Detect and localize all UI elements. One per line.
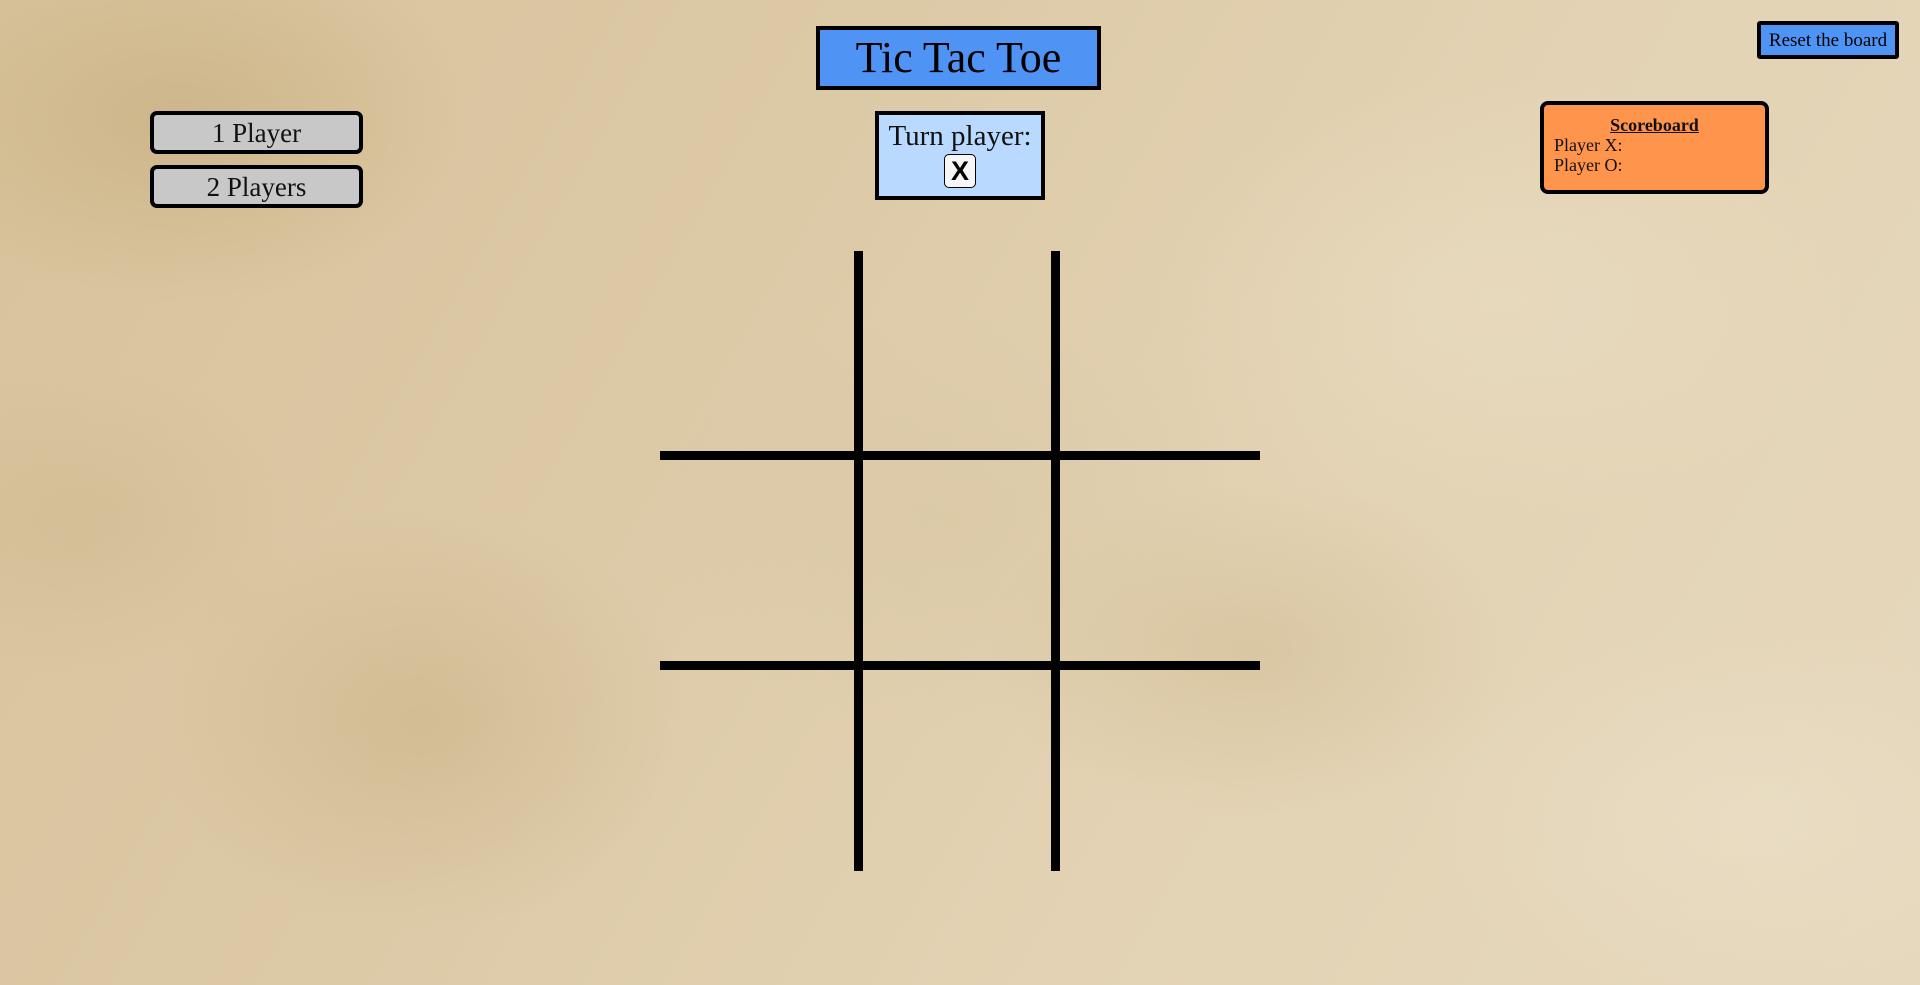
- cell-mark: [660, 251, 857, 455]
- score-label-x: Player X:: [1554, 135, 1623, 155]
- turn-label: Turn player:: [888, 120, 1032, 152]
- reset-board-button[interactable]: Reset the board: [1757, 21, 1899, 59]
- turn-indicator: Turn player: X: [875, 111, 1045, 200]
- scoreboard: Scoreboard Player X: Player O:: [1540, 101, 1769, 194]
- one-player-button[interactable]: 1 Player: [150, 111, 363, 154]
- board-cell-8[interactable]: [857, 664, 1055, 871]
- two-players-button[interactable]: 2 Players: [150, 165, 363, 208]
- grid-line-vertical-right: [1051, 251, 1060, 871]
- score-row-x: Player X:: [1554, 135, 1755, 155]
- board-cell-2[interactable]: [857, 251, 1055, 455]
- cell-mark: [1055, 455, 1260, 664]
- score-row-o: Player O:: [1554, 155, 1755, 175]
- board-cell-7[interactable]: [660, 664, 857, 871]
- grid-line-horizontal-bottom: [660, 661, 1260, 670]
- board-cell-9[interactable]: [1055, 664, 1260, 871]
- scoreboard-title: Scoreboard: [1610, 115, 1699, 135]
- cell-mark: [1055, 251, 1260, 455]
- game-board: [660, 251, 1260, 871]
- board-cell-3[interactable]: [1055, 251, 1260, 455]
- cell-mark: [1055, 664, 1260, 871]
- cell-mark: [660, 455, 857, 664]
- score-label-o: Player O:: [1554, 155, 1623, 175]
- cell-mark: [857, 251, 1055, 455]
- current-player-token: X: [944, 154, 976, 188]
- cell-mark: [660, 664, 857, 871]
- grid-line-vertical-left: [854, 251, 863, 871]
- board-cell-1[interactable]: [660, 251, 857, 455]
- board-cell-6[interactable]: [1055, 455, 1260, 664]
- cell-mark: [857, 455, 1055, 664]
- game-title: Tic Tac Toe: [816, 26, 1101, 90]
- board-cell-4[interactable]: [660, 455, 857, 664]
- cell-mark: [857, 664, 1055, 871]
- board-cell-5[interactable]: [857, 455, 1055, 664]
- grid-line-horizontal-top: [660, 451, 1260, 460]
